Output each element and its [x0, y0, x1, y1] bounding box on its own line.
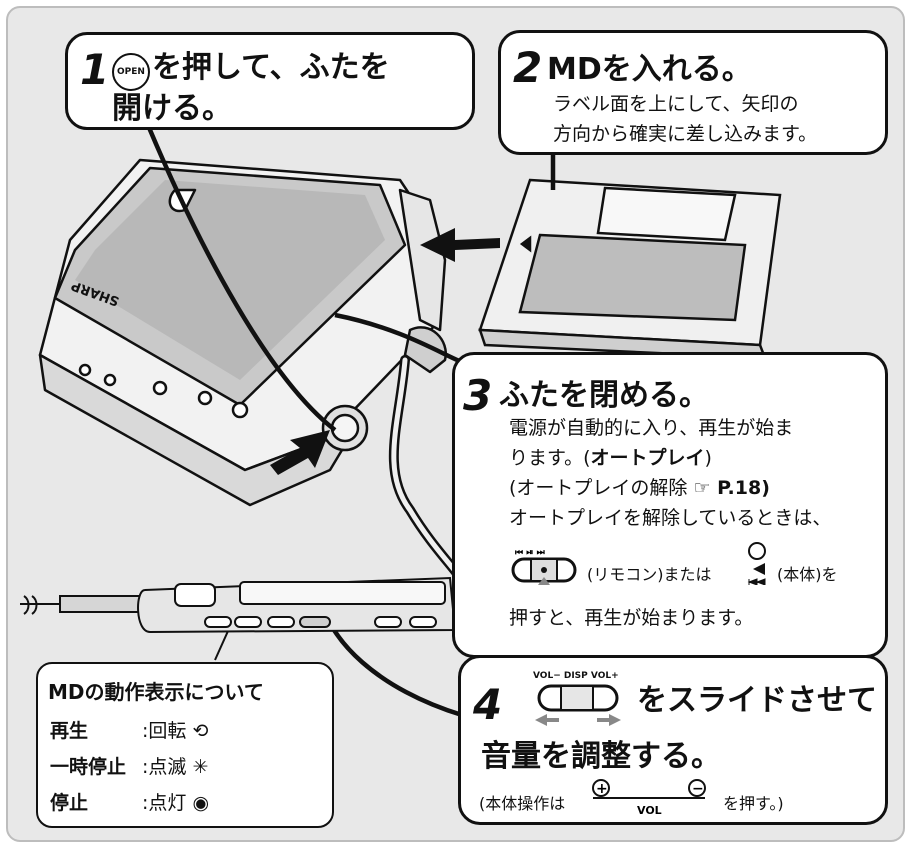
step2-callout: 2 MDを入れる。 ラベル面を上にして、矢印の 方向から確実に差し込みます。	[498, 30, 888, 155]
plus-sign: +	[596, 781, 608, 797]
step2-title: MDを入れる。	[547, 52, 752, 87]
step1-callout: 1 OPEN を押して、ふたを 開ける。	[65, 32, 475, 130]
status-row-pause: 一時停止:点滅 ✳	[50, 756, 209, 778]
md-status-legend: MDの動作表示について 再生:回転 ⟲ 一時停止:点滅 ✳ 停止:点灯 ◉	[36, 662, 334, 828]
step3-title: ふたを閉める。	[499, 378, 709, 413]
remote-control	[20, 576, 457, 634]
step3-number: 3	[463, 371, 493, 420]
status-row-stop: 停止:点灯 ◉	[50, 792, 210, 814]
minus-sign: −	[692, 781, 704, 797]
volume-slider-icon: VOL− DISP VOL+	[529, 668, 639, 728]
svg-text:⏮ ⏯ ⏭: ⏮ ⏯ ⏭	[515, 548, 546, 558]
step3-line6: 押すと、再生が始まります。	[509, 607, 754, 629]
body-volume-button-icon: + − VOL	[587, 776, 713, 817]
step3-line3: (オートプレイの解除 ☞ P.18)	[509, 477, 770, 499]
step3-line4: オートプレイを解除しているときは、	[509, 507, 832, 529]
page-ref-icon: ☞	[693, 477, 711, 499]
insert-arrow	[420, 228, 500, 262]
blinking-disc-icon: ✳	[192, 756, 209, 778]
vol-text: VOL	[637, 804, 662, 816]
step2-number: 2	[513, 43, 543, 92]
status-row-play: 再生:回転 ⟲	[50, 720, 209, 742]
step4-number: 4	[473, 680, 503, 729]
step4-text-line2: 音量を調整する。	[481, 739, 721, 774]
leader-line-1	[142, 117, 337, 432]
step3-line2: ります。(オートプレイ)	[509, 447, 712, 469]
body-play-button-icon	[745, 541, 769, 586]
lit-disc-icon: ◉	[192, 792, 210, 814]
remote-play-button-icon: ⏮ ⏯ ⏭	[511, 547, 581, 585]
minidisc	[478, 178, 782, 360]
autoplay-label: オートプレイ	[590, 447, 705, 469]
step1-text-line1: を押して、ふたを	[152, 50, 390, 85]
open-button-icon: OPEN	[112, 53, 150, 91]
open-button-label: OPEN	[117, 67, 145, 77]
md-status-title: MDの動作表示について	[48, 680, 264, 704]
step4-note-start: (本体操作は	[479, 794, 566, 813]
md-player	[38, 158, 448, 507]
step3-callout: 3 ふたを閉める。 電源が自動的に入り、再生が始ま ります。(オートプレイ) (…	[452, 352, 888, 658]
remote-label: (リモコン)または	[587, 565, 712, 584]
rotating-disc-icon: ⟲	[192, 720, 209, 742]
press-arrow	[270, 430, 330, 475]
step2-desc-line2: 方向から確実に差し込みます。	[553, 123, 818, 145]
step2-desc-line1: ラベル面を上にして、矢印の	[553, 93, 799, 115]
step3-line1: 電源が自動的に入り、再生が始ま	[509, 417, 794, 439]
step4-note-end: を押す。)	[723, 794, 784, 813]
step4-text-line1: をスライドさせて	[637, 683, 877, 718]
step1-number: 1	[80, 45, 110, 94]
vol-labels-text: VOL− DISP VOL+	[533, 671, 619, 681]
step4-callout: 4 VOL− DISP VOL+ をスライドさせて 音量を調整する。 (本体操作…	[458, 655, 888, 825]
body-label: (本体)を	[777, 565, 838, 584]
step1-text-line2: 開ける。	[112, 91, 232, 126]
